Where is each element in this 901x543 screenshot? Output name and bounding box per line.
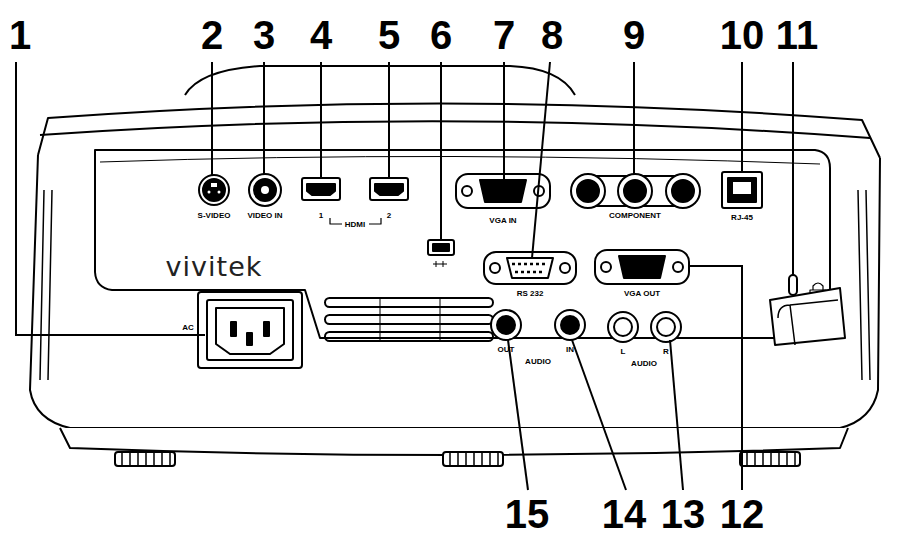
callout-number: 1 (9, 15, 31, 55)
port-label: VIDEO IN (247, 212, 282, 220)
port-label: RS 232 (517, 290, 544, 298)
port-label: 1 (319, 212, 323, 220)
callout-number: 4 (310, 15, 332, 55)
port-label: AC (182, 324, 194, 332)
callout-number: 11 (776, 15, 818, 55)
callout-number: 8 (541, 15, 563, 55)
callout-number: 15 (505, 494, 550, 534)
port-label: OUT (498, 346, 515, 354)
port-label: L (621, 348, 626, 356)
callout-number: 7 (493, 15, 515, 55)
callout-number: 10 (720, 15, 765, 55)
callout-number: 12 (720, 494, 765, 534)
port-label: 2 (387, 212, 391, 220)
port-label: COMPONENT (609, 212, 661, 220)
port-label: AUDIO (525, 358, 551, 366)
callout-number: 5 (378, 15, 400, 55)
port-label: S-VIDEO (198, 212, 231, 220)
port-label: VGA OUT (624, 290, 660, 298)
port-label: R (663, 348, 669, 356)
callout-number: 3 (253, 15, 275, 55)
port-label: VGA IN (489, 217, 516, 225)
port-label: HDMI (345, 221, 365, 229)
callout-number: 13 (661, 494, 706, 534)
callout-number: 6 (430, 15, 452, 55)
callout-number: 14 (602, 494, 647, 534)
callout-number: 9 (623, 15, 645, 55)
port-label: IN (566, 346, 574, 354)
port-label: RJ-45 (731, 214, 753, 222)
port-label: AUDIO (631, 360, 657, 368)
callout-number: 2 (201, 15, 223, 55)
brand-logo: vivitek (166, 253, 263, 280)
